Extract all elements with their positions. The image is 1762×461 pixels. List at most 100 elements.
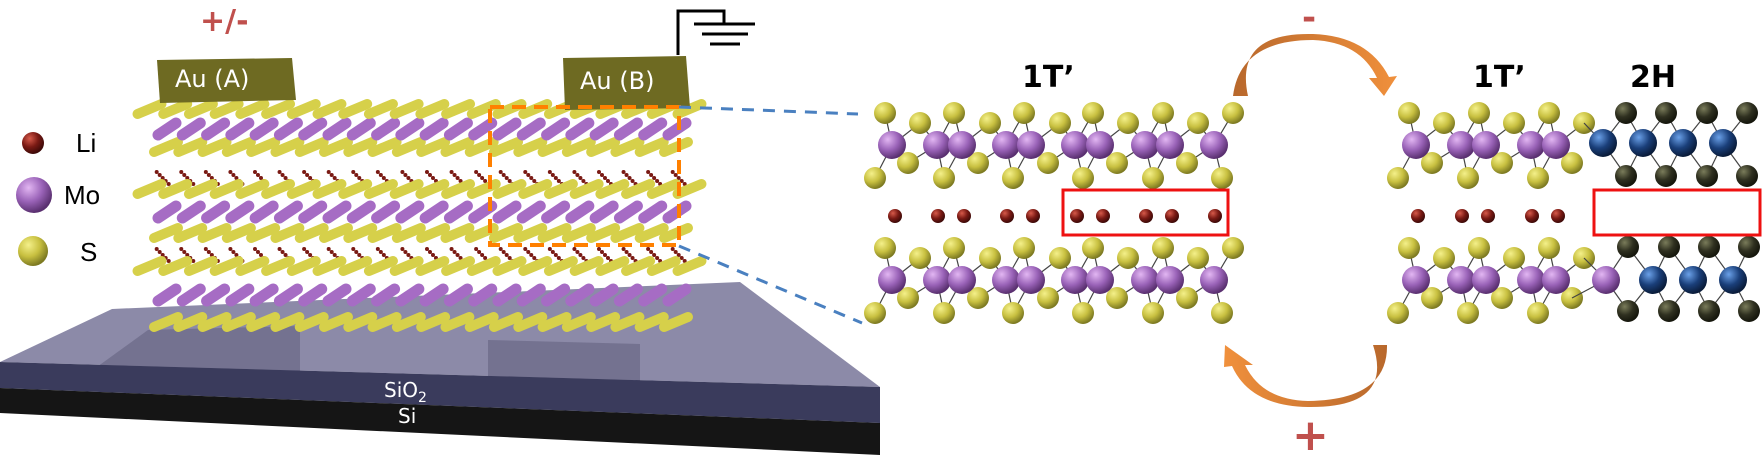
s-strand	[235, 256, 270, 276]
li-dot	[209, 253, 214, 257]
s-strand	[286, 99, 321, 119]
s-atom-2h	[1615, 102, 1637, 124]
mo-strand	[468, 117, 498, 141]
s-atom	[1433, 112, 1455, 134]
mo-atom	[1200, 131, 1228, 159]
s-strand	[209, 99, 244, 119]
s-atom	[1049, 112, 1071, 134]
li-dot	[427, 173, 432, 177]
s-atom	[1049, 247, 1071, 269]
mo-strand	[152, 117, 182, 141]
s-atom	[1421, 287, 1443, 309]
li-dot	[550, 173, 555, 177]
li-dot	[523, 170, 528, 174]
s-atom	[1222, 237, 1244, 259]
s-strand	[518, 179, 553, 199]
li-dot	[154, 170, 159, 174]
legend-mo-sphere	[16, 177, 52, 213]
mo-strand	[176, 200, 206, 224]
legend-mo-label: Mo	[64, 180, 101, 210]
phase-label-left: 1T’	[1022, 60, 1075, 95]
mo-atom	[923, 131, 951, 159]
li-dot	[154, 247, 159, 251]
s-atom	[1468, 237, 1490, 259]
li-dot	[400, 247, 405, 251]
li-dot	[258, 253, 263, 257]
mo-strand	[176, 283, 206, 307]
mo-strand	[589, 117, 619, 141]
mo-strand	[516, 283, 546, 307]
mo-strand	[371, 200, 401, 224]
li-dot	[655, 179, 660, 183]
s-strand	[610, 312, 645, 332]
li-dot	[529, 253, 534, 257]
s-atom	[1561, 152, 1583, 174]
s-atom	[1082, 237, 1104, 259]
s-strand	[367, 223, 402, 243]
s-strand	[391, 137, 426, 157]
mo-strand	[565, 200, 595, 224]
li-dot	[206, 173, 211, 177]
li-dot	[550, 250, 555, 254]
s-atom	[1433, 247, 1455, 269]
mo-atom	[923, 266, 951, 294]
s-strand	[319, 223, 353, 243]
li-dot	[458, 179, 463, 183]
mo-strand	[492, 283, 522, 307]
s-atom	[943, 237, 965, 259]
s-strand	[312, 256, 347, 276]
li-atom	[1096, 209, 1110, 223]
s-strand	[659, 223, 693, 243]
mo-strand	[249, 283, 279, 307]
li-dot	[308, 253, 313, 257]
li-dot	[676, 176, 681, 180]
li-dot	[581, 179, 586, 183]
s-strand	[634, 223, 669, 243]
bias-label: +/-	[200, 4, 249, 39]
s-atom-2h	[1698, 236, 1720, 258]
li-dot	[280, 173, 285, 177]
mo-atom-2h	[1719, 266, 1747, 294]
s-strand	[221, 223, 256, 243]
phase-label-right-2h: 2H	[1630, 60, 1676, 95]
li-highlight-box-left	[1061, 188, 1230, 237]
s-strand	[261, 179, 296, 199]
mo-strand	[371, 117, 401, 141]
s-atom	[1491, 287, 1513, 309]
sio2-text: SiO	[384, 378, 418, 402]
s-atom	[1002, 167, 1024, 189]
mo-strand	[638, 200, 668, 224]
s-strand	[389, 256, 424, 276]
s-atom	[933, 302, 955, 324]
s-atom	[1527, 167, 1549, 189]
mo-strand	[662, 283, 692, 307]
li-dot	[602, 253, 607, 257]
s-strand	[132, 179, 167, 199]
mo-strand	[565, 117, 595, 141]
li-dot	[403, 250, 408, 254]
s-strand	[183, 179, 218, 199]
s-atom	[1457, 302, 1479, 324]
li-dot	[255, 173, 260, 177]
s-strand	[621, 179, 656, 199]
s-strand	[246, 312, 281, 332]
s-strand	[441, 256, 476, 276]
s-atom	[1072, 167, 1094, 189]
mo-strand	[249, 200, 279, 224]
zoom-region-box	[488, 105, 681, 247]
s-atom	[1421, 152, 1443, 174]
li-dot	[381, 253, 386, 257]
s-strand	[363, 179, 398, 199]
mo-strand	[273, 283, 303, 307]
panel-delithiated-1t-prime-2h	[1387, 102, 1760, 324]
s-strand	[466, 179, 501, 199]
mo-atom-2h	[1669, 129, 1697, 157]
li-dot	[526, 173, 531, 177]
s-atom	[1082, 102, 1104, 124]
li-dot	[166, 259, 171, 263]
li-dot	[649, 173, 654, 177]
li-dot	[670, 247, 675, 251]
li-dot	[452, 173, 457, 177]
mo-strand	[638, 283, 668, 307]
